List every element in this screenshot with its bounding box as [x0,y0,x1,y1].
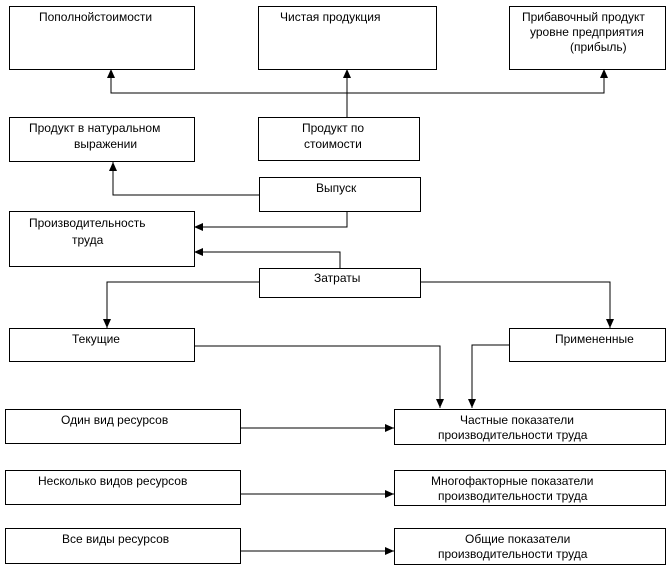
arrow-costs-to-productivity [194,248,341,269]
node-partial-label-2: производительности труда [438,428,588,442]
node-by-cost-label-2: стоимости [304,137,362,151]
arrow-applied-to-partial [468,344,509,408]
node-all-resources: Все виды ресурсов [5,528,241,564]
node-productivity-label-2: труда [72,233,104,247]
node-by-cost-label-1: Продукт по [302,121,365,135]
node-natural-product: Продукт в натуральном выражении [9,117,195,162]
node-multifactor-label-1: Многофакторные показатели [431,474,594,488]
node-several-resources-label: Несколько видов ресурсов [38,474,188,488]
node-natural-label-1: Продукт в натуральном [29,121,161,135]
node-partial-label-1: Частные показатели [460,413,574,427]
node-productivity-label-1: Производительность [29,216,146,230]
node-general-indicators: Общие показатели производительности труд… [394,528,666,565]
node-full-cost: Пополнойстоимости [9,6,195,70]
node-product-by-cost: Продукт по стоимости [258,117,420,161]
arrow-to-full-cost [107,69,347,94]
node-several-resources: Несколько видов ресурсов [5,470,241,505]
node-partial-indicators: Частные показатели производительности тр… [394,409,666,445]
arrow-current-to-partial [194,345,444,408]
node-output-label: Выпуск [316,181,357,195]
arrow-to-natural [109,162,259,196]
node-current: Текущие [9,328,195,362]
node-applied: Примененные [509,328,666,362]
node-costs-label: Затраты [314,271,361,285]
node-current-label: Текущие [72,332,120,346]
node-multifactor-indicators: Многофакторные показатели производительн… [394,470,666,506]
node-general-label-2: производительности труда [438,547,588,561]
node-surplus-label-3: (прибыль) [570,40,627,54]
node-one-resource: Один вид ресурсов [5,409,241,444]
node-net-product-label: Чистая продукция [280,10,381,24]
node-costs: Затраты [259,268,421,298]
node-full-cost-label: Пополнойстоимости [39,10,153,24]
node-natural-label-2: выражении [74,137,138,151]
node-surplus-product: Прибавочный продукт уровне предприятия (… [509,6,666,70]
arrow-to-applied [420,281,614,328]
node-output: Выпуск [259,177,421,212]
node-surplus-label-2: уровне предприятия [530,25,644,39]
node-all-resources-label: Все виды ресурсов [62,532,170,546]
node-multifactor-label-2: производительности труда [438,489,588,503]
node-one-resource-label: Один вид ресурсов [61,413,169,427]
node-surplus-label-1: Прибавочный продукт [522,10,645,24]
arrow-to-current [103,281,259,328]
node-labor-productivity: Производительность труда [9,211,195,267]
arrow-to-surplus [347,69,608,94]
node-general-label-1: Общие показатели [465,532,571,546]
node-applied-label: Примененные [555,332,634,346]
node-net-product: Чистая продукция [258,6,437,70]
